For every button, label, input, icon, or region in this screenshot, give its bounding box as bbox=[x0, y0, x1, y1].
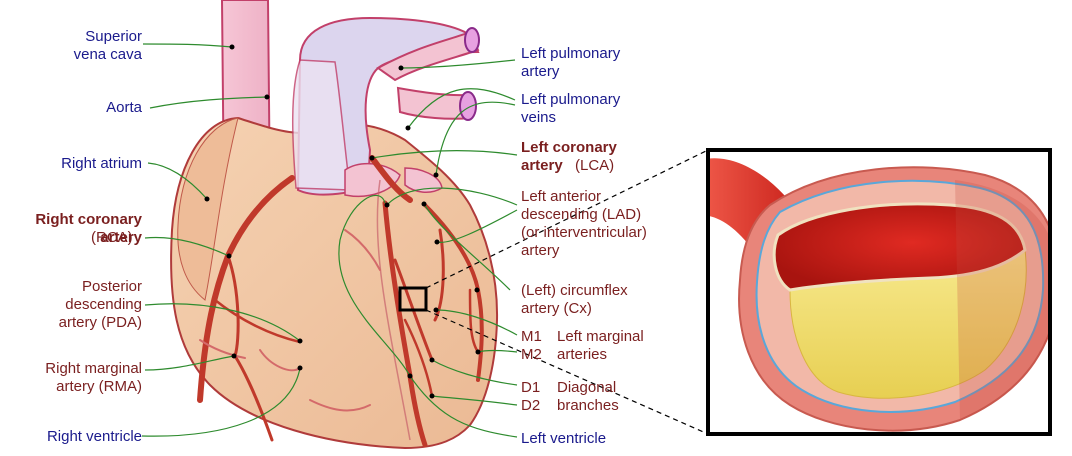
label-rca-abbr: (RCA) bbox=[91, 229, 133, 247]
dot-m1 bbox=[434, 308, 439, 313]
dot-svc bbox=[230, 45, 235, 50]
label-circumflex: (Left) circumflex artery (Cx) bbox=[521, 282, 628, 318]
label-diagonal-branches: Diagonal branches bbox=[557, 379, 619, 415]
pulmonary-vein-opening bbox=[460, 92, 476, 120]
label-left-ventricle: Left ventricle bbox=[521, 430, 606, 448]
dot-d1 bbox=[430, 358, 435, 363]
dot-lad2 bbox=[435, 240, 440, 245]
label-superior-vena-cava: Superior vena cava bbox=[40, 28, 142, 64]
label-left-marginal-arteries: Left marginal arteries bbox=[557, 328, 644, 364]
label-right-ventricle: Right ventricle bbox=[10, 428, 142, 446]
dot-rca bbox=[227, 254, 232, 259]
label-lad: Left anterior descending (LAD) (or inter… bbox=[521, 188, 647, 260]
label-m1: M1 bbox=[521, 328, 542, 346]
label-pda: Posterior descending artery (PDA) bbox=[10, 278, 142, 332]
dot-lpa bbox=[399, 66, 404, 71]
dot-aorta bbox=[265, 95, 270, 100]
pulmonary-artery-opening bbox=[465, 28, 479, 52]
dot-lpv2 bbox=[434, 173, 439, 178]
dot-lpv bbox=[406, 126, 411, 131]
label-aorta: Aorta bbox=[40, 99, 142, 117]
dot-pda bbox=[298, 339, 303, 344]
dot-cx bbox=[422, 202, 427, 207]
label-rma: Right marginal artery (RMA) bbox=[10, 360, 142, 396]
dot-m2 bbox=[476, 350, 481, 355]
heart bbox=[171, 0, 497, 448]
label-right-atrium: Right atrium bbox=[20, 155, 142, 173]
artery-cross-section-panel bbox=[700, 150, 1058, 434]
label-left-pulmonary-veins: Left pulmonary veins bbox=[521, 91, 620, 127]
dot-ra bbox=[205, 197, 210, 202]
label-lca-abbr: (LCA) bbox=[575, 157, 614, 175]
label-d2: D2 bbox=[521, 397, 540, 415]
dot-lad bbox=[385, 203, 390, 208]
dot-d2 bbox=[430, 394, 435, 399]
label-d1: D1 bbox=[521, 379, 540, 397]
dot-rv bbox=[298, 366, 303, 371]
label-left-pulmonary-artery: Left pulmonary artery bbox=[521, 45, 620, 81]
leader-svc bbox=[143, 44, 232, 47]
dot-lca bbox=[370, 156, 375, 161]
dot-rma bbox=[232, 354, 237, 359]
dot-lv bbox=[408, 374, 413, 379]
label-m2: M2 bbox=[521, 346, 542, 364]
dot-lv-extra bbox=[475, 288, 480, 293]
